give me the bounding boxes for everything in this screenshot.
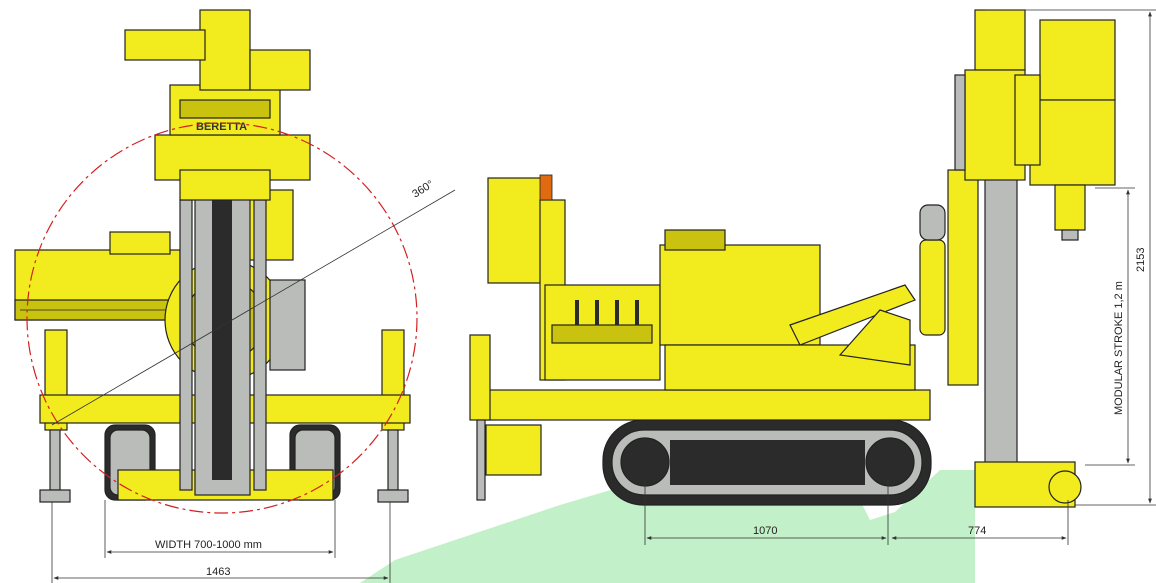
overall-width-label: 1463 [206,566,230,578]
side-mast [919,9,1026,486]
width-dimension: WIDTH 700-1000 mm [104,500,336,558]
side-rear-panel [487,177,544,284]
front-rotary-head [124,9,311,201]
rotation-angle-label: 360° [410,178,436,200]
mast-offset-dimension: 774 [891,500,1069,545]
side-rotary-head [1014,19,1116,241]
side-view: 1070 774 MODULAR STROKE 1,2 m 2153 [469,9,1156,545]
side-crawler-track [602,419,932,506]
stroke-label: MODULAR STROKE 1,2 m [1113,281,1125,415]
front-side-platform [14,231,181,321]
width-dimension-label: WIDTH 700-1000 mm [155,539,262,551]
mast-offset-label: 774 [968,525,986,537]
height-label: 2153 [1135,248,1147,272]
overall-width-dimension: 1463 [51,502,391,583]
height-dimension: 2153 [985,9,1156,506]
side-boom-bracket [838,309,911,366]
front-mast [179,174,267,496]
stroke-dimension: MODULAR STROKE 1,2 m [1085,187,1135,466]
side-foot-wheel [1048,470,1082,504]
rotation-radius-circle [26,122,418,514]
side-tank [485,424,542,476]
side-rear-outrigger [469,334,491,421]
side-control-panel [544,284,661,381]
front-control-box [269,279,306,371]
side-rear-leg [476,419,486,501]
rotation-radius-line [51,189,456,426]
side-boom-arm [789,284,916,346]
front-view: BERETTA 360° WIDTH 700-1000 mm 1463 [14,9,456,583]
side-main-frame [479,389,931,421]
beacon-light [539,174,553,201]
track-length-label: 1070 [753,525,777,537]
track-length-dimension: 1070 [644,480,889,545]
